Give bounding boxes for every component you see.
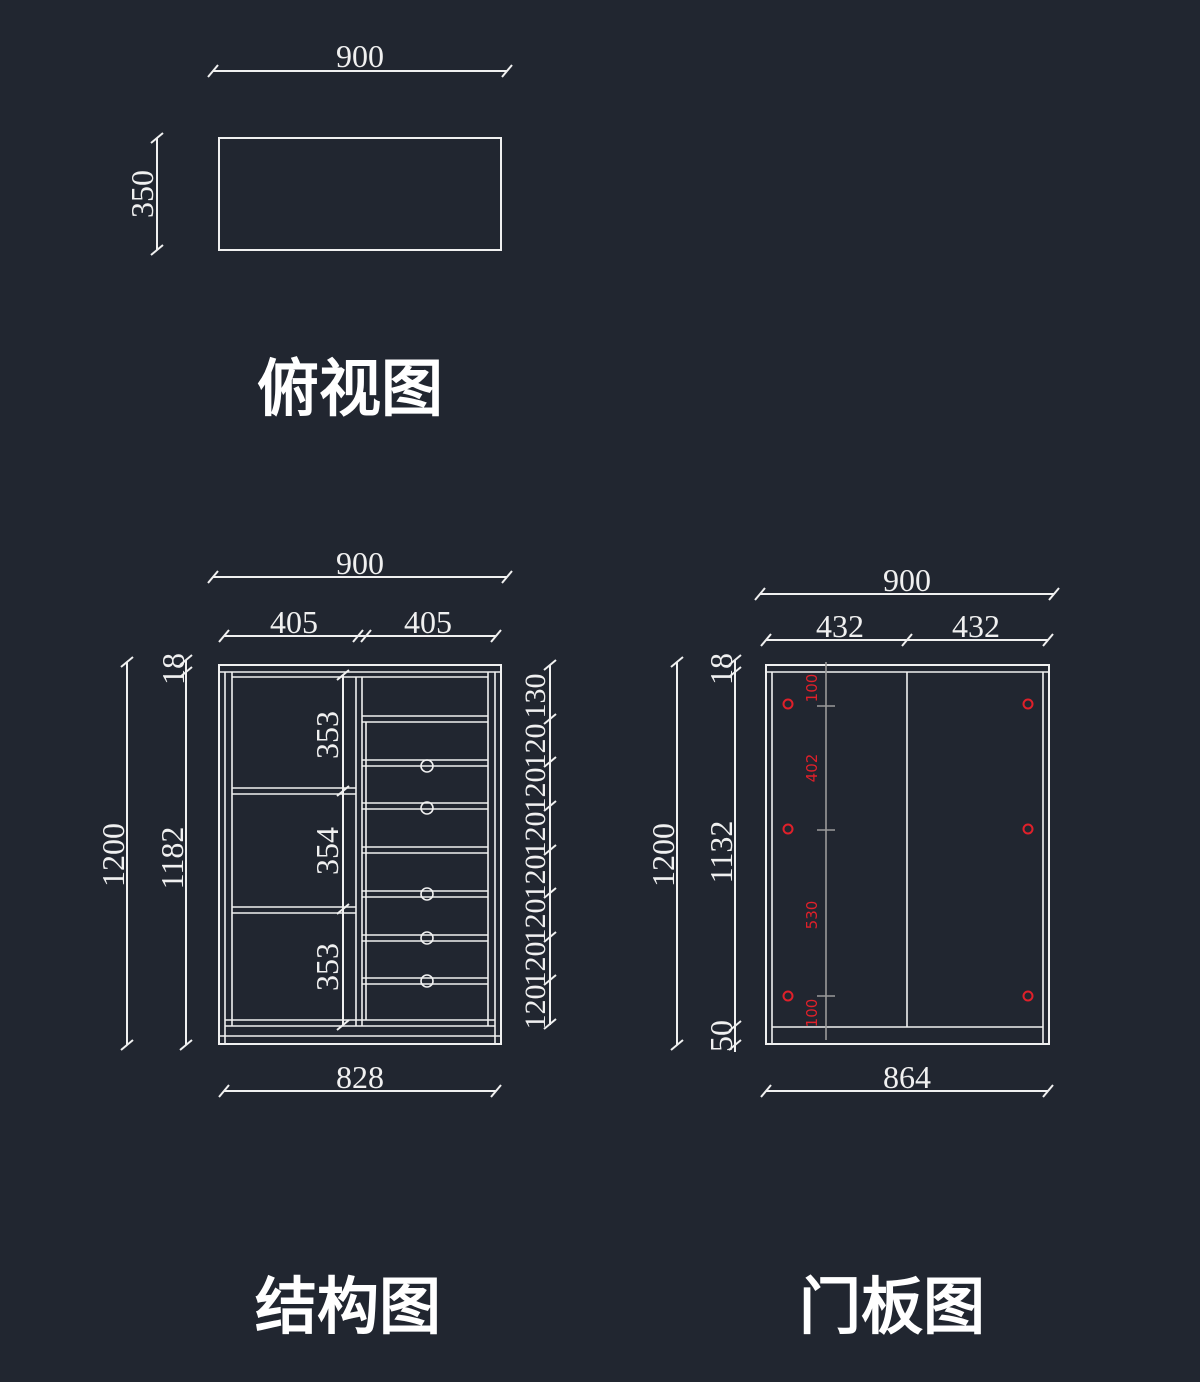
drawer-dim-6: 120 bbox=[519, 899, 552, 944]
drawer-dim-8: 120 bbox=[519, 985, 552, 1030]
drawer-dim-2: 120 bbox=[519, 724, 552, 769]
shelf-height-2: 354 bbox=[309, 827, 345, 875]
structure-width-label: 900 bbox=[336, 545, 384, 581]
door-bottom-gap: 50 bbox=[703, 1020, 739, 1052]
structure-inner-height: 1182 bbox=[154, 827, 190, 890]
door-right-width: 432 bbox=[952, 608, 1000, 644]
hinge-dim-4: 100 bbox=[803, 999, 821, 1028]
shelf-height-3: 353 bbox=[309, 943, 345, 991]
hinge-holes bbox=[782, 698, 1034, 1002]
door-height: 1132 bbox=[703, 821, 739, 884]
drawer-dim-1: 130 bbox=[519, 674, 552, 719]
top-view-title: 俯视图 bbox=[257, 352, 443, 425]
door-left-width: 432 bbox=[816, 608, 864, 644]
door-view-title: 门板图 bbox=[799, 1270, 985, 1343]
structure-outer-frame bbox=[218, 664, 502, 1045]
hinge-dim-2: 402 bbox=[803, 754, 821, 783]
structure-bottom-width: 828 bbox=[336, 1059, 384, 1095]
hinge-dim-3: 530 bbox=[803, 901, 821, 930]
drawer-dimension-labels: 130 120 120 120 120 120 120 120 bbox=[519, 674, 552, 1030]
structure-left-width: 405 bbox=[270, 604, 318, 640]
door-view: 900 432 432 1200 1132 18 50 100 bbox=[645, 562, 1060, 1343]
top-width-label: 900 bbox=[336, 38, 384, 74]
structure-right-width: 405 bbox=[404, 604, 452, 640]
drawer-knobs bbox=[420, 759, 434, 988]
drawer-dim-5: 120 bbox=[519, 855, 552, 900]
top-depth-label: 350 bbox=[124, 170, 160, 218]
structure-view-title: 结构图 bbox=[255, 1270, 441, 1343]
structure-height-label: 1200 bbox=[95, 823, 131, 887]
drawer-fronts bbox=[362, 715, 488, 1020]
top-view: 900 350 俯视图 bbox=[124, 38, 513, 425]
door-overall-width: 900 bbox=[883, 562, 931, 598]
door-top-panel: 18 bbox=[703, 653, 739, 685]
shelf-height-1: 353 bbox=[309, 711, 345, 759]
drawer-dim-4: 120 bbox=[519, 812, 552, 857]
top-view-rect bbox=[218, 137, 502, 251]
door-overall-height: 1200 bbox=[645, 823, 681, 887]
drawer-dim-3: 120 bbox=[519, 768, 552, 813]
structure-top-panel: 18 bbox=[155, 653, 191, 685]
door-bottom-width: 864 bbox=[883, 1059, 931, 1095]
door-outer-frame bbox=[765, 664, 1050, 1045]
structure-view: 900 405 405 1200 1182 18 bbox=[95, 545, 557, 1343]
drawer-dim-7: 120 bbox=[519, 942, 552, 987]
hinge-dim-1: 100 bbox=[803, 674, 821, 703]
